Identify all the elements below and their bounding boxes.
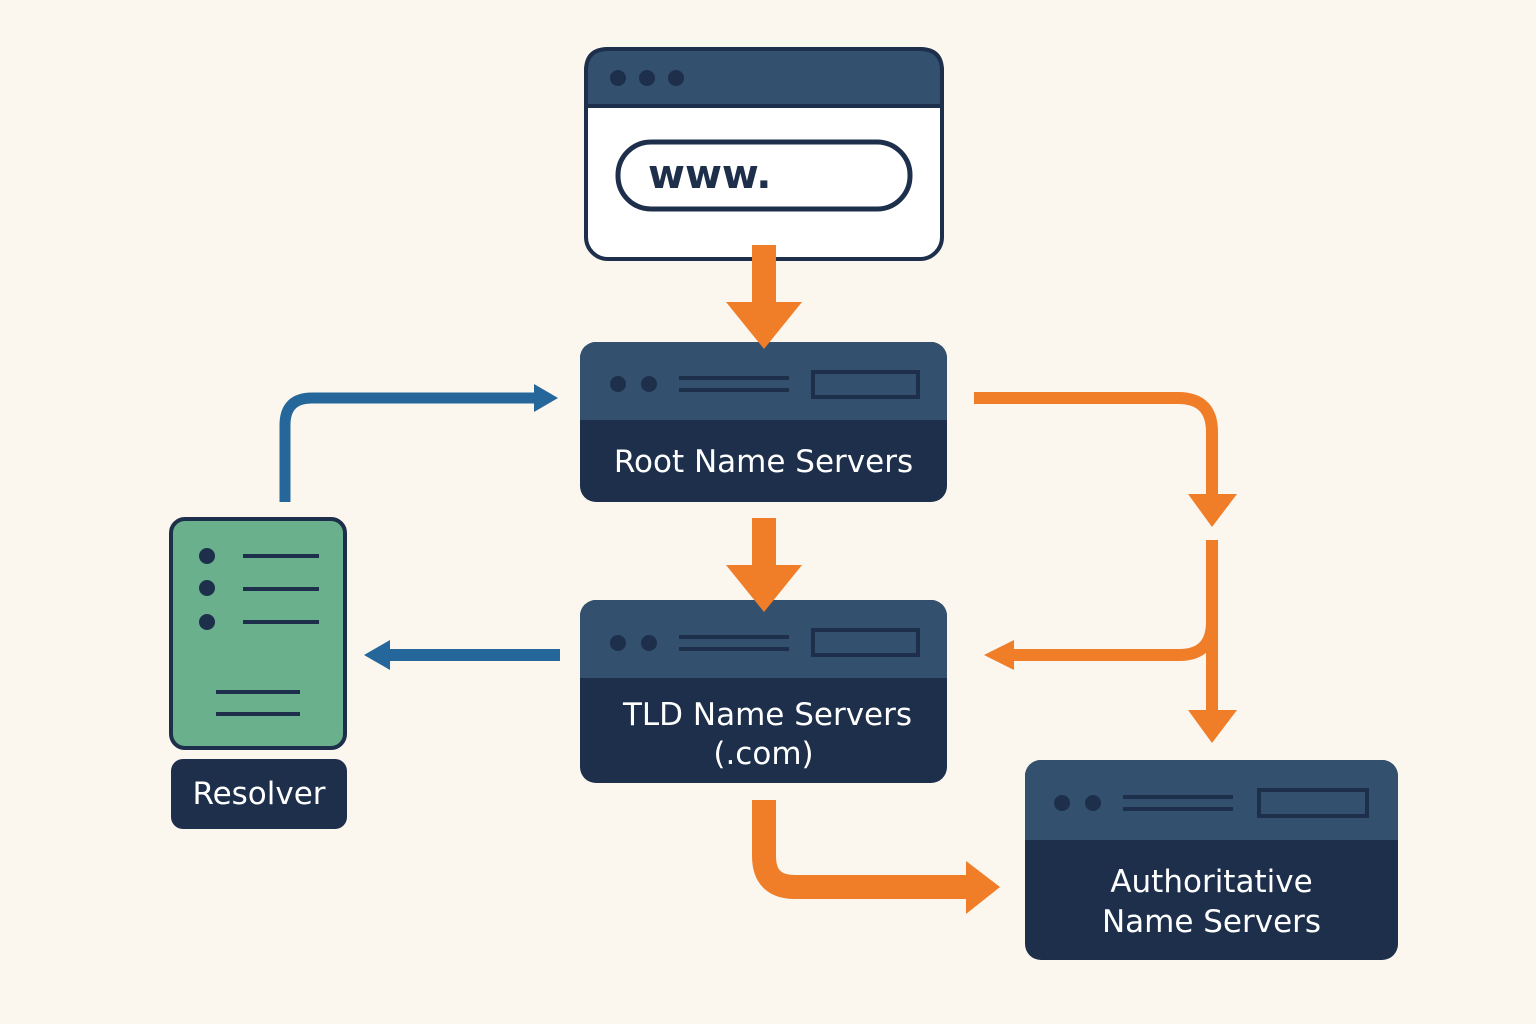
tld-com-label: (.com) xyxy=(713,736,814,772)
root-name-servers-node xyxy=(580,342,947,502)
root-name-servers-label: Root Name Servers xyxy=(613,444,914,480)
arrow-branch-to-authoritative xyxy=(1188,622,1237,743)
arrow-root-to-tld xyxy=(726,518,802,612)
resolver-server-icon xyxy=(169,517,347,750)
tld-name-servers-label: TLD Name Servers xyxy=(622,697,913,733)
authoritative-label-line2: Name Servers xyxy=(1101,904,1322,940)
arrow-tld-to-authoritative xyxy=(752,800,1000,914)
resolver-label-box xyxy=(171,759,347,829)
browser-window-icon xyxy=(584,47,944,261)
authoritative-name-servers-node xyxy=(1025,760,1398,960)
authoritative-label-line1: Authoritative xyxy=(1110,864,1313,900)
arrow-branch-to-tld xyxy=(984,540,1218,670)
tld-name-servers-node xyxy=(580,600,947,783)
address-bar xyxy=(615,139,913,212)
arrow-root-right-down xyxy=(974,392,1237,527)
arrow-tld-to-resolver xyxy=(364,640,560,670)
arrow-resolver-to-root xyxy=(279,384,558,502)
browser-url-text: www. xyxy=(648,152,772,198)
arrow-browser-to-root xyxy=(726,245,802,349)
resolver-label: Resolver xyxy=(192,776,326,812)
